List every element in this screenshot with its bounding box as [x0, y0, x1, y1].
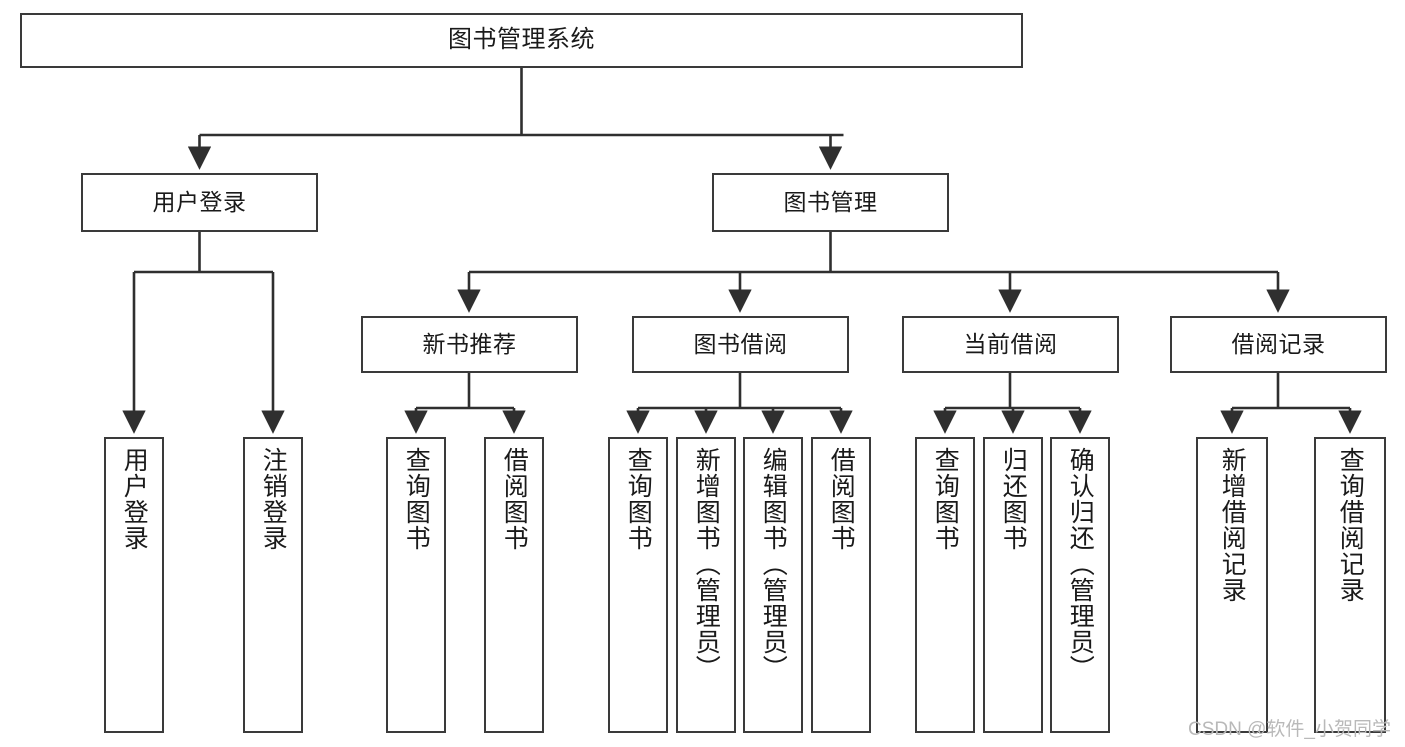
node-user-login[interactable]: 用户登录: [81, 173, 318, 232]
node-leaf-borrow-book-2[interactable]: 借阅图书: [811, 437, 871, 733]
node-leaf-query-book-1-label: 查询图书: [402, 447, 431, 551]
node-leaf-logout-label: 注销登录: [259, 447, 288, 551]
node-leaf-confirm-return-label: 确认归还（管理员）: [1066, 447, 1095, 681]
node-leaf-add-record[interactable]: 新增借阅记录: [1196, 437, 1268, 733]
node-book-borrow[interactable]: 图书借阅: [632, 316, 849, 373]
node-new-book-recommend[interactable]: 新书推荐: [361, 316, 578, 373]
node-book-borrow-label: 图书借阅: [693, 330, 788, 357]
node-current-borrow[interactable]: 当前借阅: [902, 316, 1119, 373]
node-leaf-add-record-label: 新增借阅记录: [1218, 447, 1247, 603]
node-leaf-query-book-3[interactable]: 查询图书: [915, 437, 975, 733]
node-leaf-return-book[interactable]: 归还图书: [983, 437, 1043, 733]
node-leaf-return-book-label: 归还图书: [999, 447, 1028, 551]
node-leaf-edit-book[interactable]: 编辑图书（管理员）: [743, 437, 803, 733]
node-root[interactable]: 图书管理系统: [20, 13, 1023, 68]
node-leaf-borrow-book-1[interactable]: 借阅图书: [484, 437, 544, 733]
node-book-manage-label: 图书管理: [783, 188, 878, 215]
node-leaf-query-book-2[interactable]: 查询图书: [608, 437, 668, 733]
node-book-manage[interactable]: 图书管理: [712, 173, 949, 232]
node-leaf-borrow-book-2-label: 借阅图书: [827, 447, 856, 551]
node-leaf-query-book-2-label: 查询图书: [624, 447, 653, 551]
node-leaf-query-book-1[interactable]: 查询图书: [386, 437, 446, 733]
node-leaf-logout[interactable]: 注销登录: [243, 437, 303, 733]
node-user-login-label: 用户登录: [152, 188, 247, 215]
node-borrow-record-label: 借阅记录: [1231, 330, 1326, 357]
node-leaf-query-record[interactable]: 查询借阅记录: [1314, 437, 1386, 733]
node-borrow-record[interactable]: 借阅记录: [1170, 316, 1387, 373]
node-leaf-confirm-return[interactable]: 确认归还（管理员）: [1050, 437, 1110, 733]
node-new-book-recommend-label: 新书推荐: [422, 330, 517, 357]
node-leaf-add-book-label: 新增图书（管理员）: [692, 447, 721, 681]
node-leaf-add-book[interactable]: 新增图书（管理员）: [676, 437, 736, 733]
node-leaf-borrow-book-1-label: 借阅图书: [500, 447, 529, 551]
node-leaf-user-login-label: 用户登录: [120, 447, 149, 551]
node-leaf-query-record-label: 查询借阅记录: [1336, 447, 1365, 603]
node-root-label: 图书管理系统: [448, 26, 595, 54]
csdn-watermark: CSDN @软件_小贺同学: [1188, 719, 1391, 740]
node-current-borrow-label: 当前借阅: [963, 330, 1058, 357]
node-leaf-query-book-3-label: 查询图书: [931, 447, 960, 551]
node-leaf-user-login[interactable]: 用户登录: [104, 437, 164, 733]
node-leaf-edit-book-label: 编辑图书（管理员）: [759, 447, 788, 681]
